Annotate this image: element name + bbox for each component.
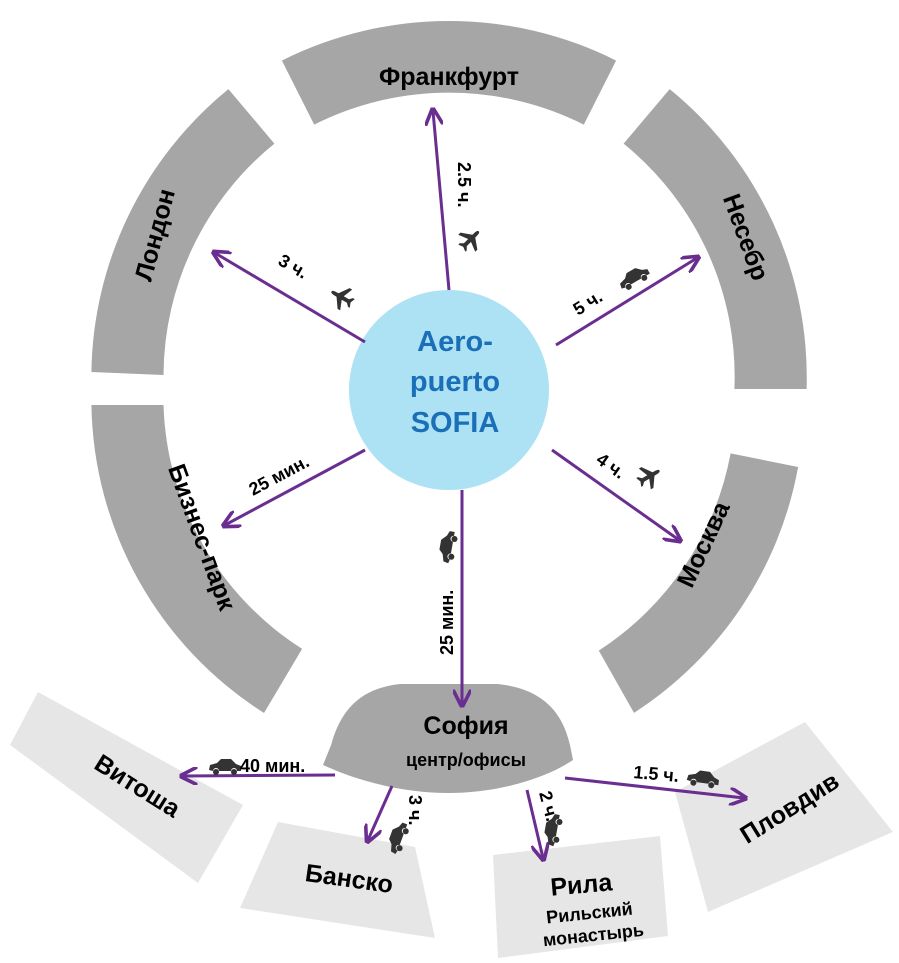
frankfurt-segment <box>281 20 617 125</box>
bansko-box <box>240 822 435 938</box>
airport-circle <box>349 290 549 490</box>
arrow-moscow <box>551 448 679 540</box>
time-nesebar: 5 ч. <box>570 286 606 319</box>
center-line-1: Aero- <box>417 326 493 358</box>
arrow-bansko <box>368 785 394 840</box>
arrow-frankfurt <box>433 111 451 291</box>
city-sofia: София <box>423 712 508 740</box>
time-business-park: 25 мин. <box>245 451 312 499</box>
center-line-3: SOFIA <box>411 407 500 439</box>
time-london: 3 ч. <box>275 250 311 283</box>
time-moscow: 4 ч. <box>593 449 629 483</box>
time-sofia: 25 мин. <box>437 590 457 655</box>
nesebar-segment <box>623 89 807 389</box>
london-segment <box>91 89 275 375</box>
arrow-plovdiv <box>564 776 744 798</box>
car-icon <box>437 529 459 565</box>
city-rila: Рила <box>549 868 614 901</box>
sofia-segment <box>323 684 573 793</box>
plane-icon <box>453 222 488 257</box>
vitosha-box <box>10 692 243 883</box>
arrow-nesebar <box>555 258 697 347</box>
arrow-london <box>215 253 366 344</box>
plane-icon <box>325 281 359 314</box>
city-frankfurt: Франкфурт <box>379 63 519 91</box>
time-frankfurt: 2.5 ч. <box>454 162 474 207</box>
moscow-segment <box>598 453 799 713</box>
car-icon <box>209 759 241 775</box>
arrow-rila <box>525 789 543 858</box>
rila-box <box>493 836 668 958</box>
time-bansko: 3 ч. <box>405 795 425 825</box>
time-vitosha: 40 мин. <box>240 756 305 776</box>
arrow-business-park <box>225 448 366 525</box>
plane-icon <box>632 460 666 493</box>
business-park-segment <box>91 405 303 713</box>
arrow-vitosha <box>183 775 336 776</box>
plovdiv-box <box>675 722 893 912</box>
city-sofia-sub: центр/офисы <box>406 750 526 770</box>
time-plovdiv: 1.5 ч. <box>633 762 680 786</box>
center-line-2: puerto <box>410 366 500 398</box>
